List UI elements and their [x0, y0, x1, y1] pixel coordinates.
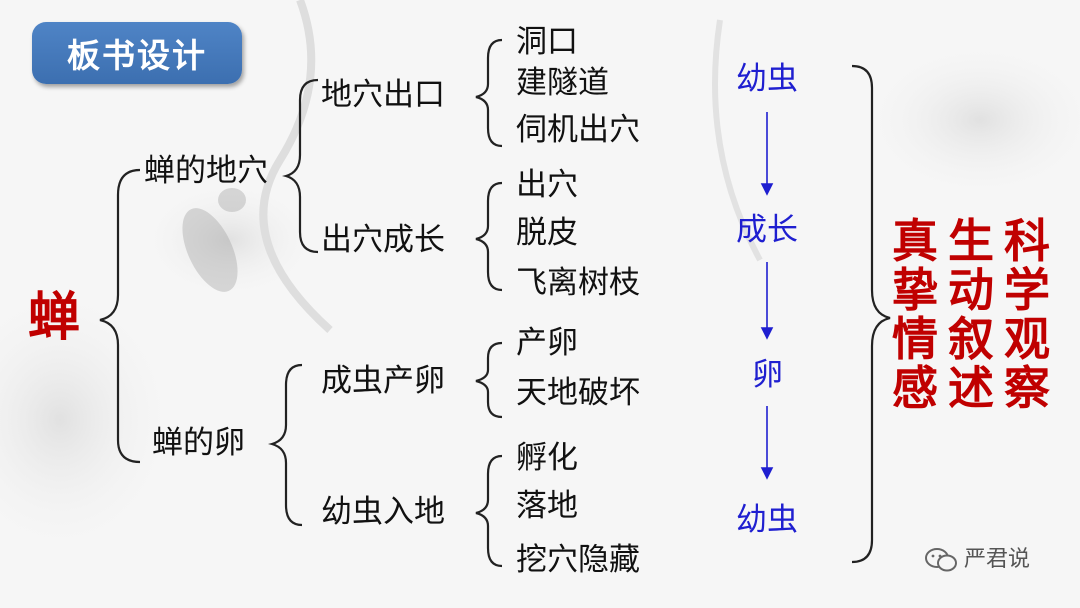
summary-char: 感	[892, 365, 938, 411]
summary-char: 学	[1004, 267, 1050, 313]
cycle-stage: 卵	[752, 360, 783, 391]
level3-node: 孵化	[516, 443, 578, 474]
level3-node: 洞口	[516, 27, 578, 58]
wechat-icon	[924, 546, 958, 574]
level3-node: 飞离树枝	[516, 268, 640, 299]
level3-node: 产卵	[516, 328, 578, 359]
level1-node: 蝉的卵	[152, 428, 245, 459]
level3-node: 伺机出穴	[516, 115, 640, 146]
root-brace	[100, 170, 140, 462]
cycle-stage: 成长	[736, 215, 798, 246]
summary-char: 察	[1004, 365, 1050, 411]
summary-char: 情	[892, 316, 938, 362]
summary-char: 动	[948, 267, 994, 313]
level2-node: 成虫产卵	[321, 366, 445, 397]
level3-node: 出穴	[516, 170, 578, 201]
summary-char: 真	[892, 218, 938, 264]
level3-node: 挖穴隐藏	[516, 545, 640, 576]
brace-level2-1	[476, 183, 502, 290]
summary-char: 挚	[892, 267, 938, 313]
summary-brace	[852, 66, 890, 562]
brace-level2-0	[476, 40, 502, 146]
level2-node: 出穴成长	[321, 225, 445, 256]
summary-char: 生	[948, 218, 994, 264]
cycle-stage: 幼虫	[736, 505, 798, 536]
brace-level1-1	[272, 365, 302, 525]
level2-node: 幼虫入地	[321, 497, 445, 528]
level3-node: 落地	[516, 491, 578, 522]
level3-node: 建隧道	[516, 68, 609, 99]
summary-char: 观	[1004, 316, 1050, 362]
summary-char: 述	[948, 365, 994, 411]
summary-char: 叙	[948, 316, 994, 362]
level3-node: 脱皮	[516, 218, 578, 249]
summary-char: 科	[1004, 218, 1050, 264]
cycle-stage: 幼虫	[736, 64, 798, 95]
level3-node: 天地破坏	[516, 378, 640, 409]
watermark-text: 严君说	[964, 549, 1030, 571]
level2-node: 地穴出口	[321, 80, 445, 111]
brace-level1-0	[286, 80, 318, 252]
brace-level2-3	[476, 456, 502, 566]
brace-level2-2	[476, 343, 502, 417]
root-node: 蝉	[28, 292, 80, 344]
level1-node: 蝉的地穴	[144, 156, 268, 187]
